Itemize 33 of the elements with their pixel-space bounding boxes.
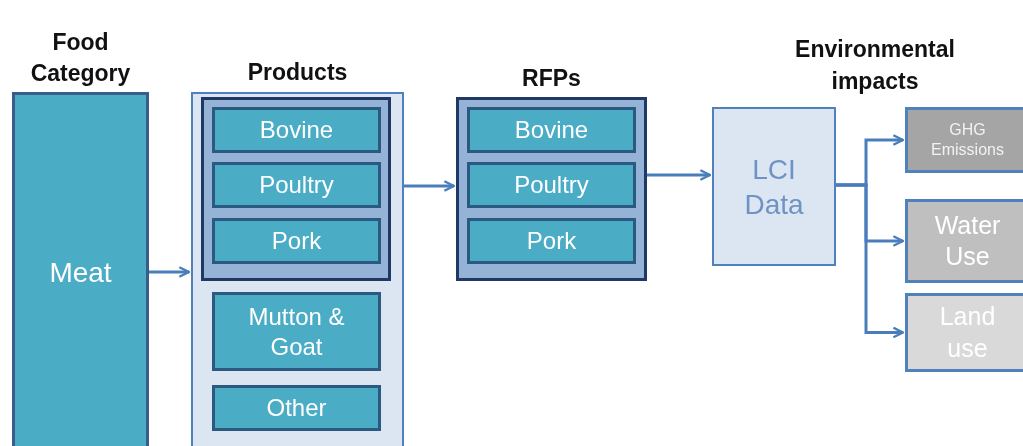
item-box <box>212 162 381 208</box>
column-heading: Environmental impacts <box>794 35 956 97</box>
arrow <box>836 183 905 339</box>
box-label: Meat <box>48 255 113 290</box>
column-heading: Products <box>246 57 349 87</box>
item-box <box>212 385 381 431</box>
box-label: Pork <box>525 226 578 256</box>
box-label: LCI Data <box>743 152 805 222</box>
box-label: Poultry <box>258 170 335 200</box>
arrow <box>149 266 191 278</box>
arrow <box>404 180 456 192</box>
column-heading: RFPs <box>521 63 582 93</box>
impact-box <box>905 293 1023 372</box>
impact-box <box>905 107 1023 173</box>
item-box <box>212 107 381 153</box>
box-label: Other <box>265 393 328 423</box>
item-box <box>467 107 636 153</box>
group-box <box>201 97 391 281</box>
column-heading: Food Category <box>29 27 132 88</box>
item-box <box>467 218 636 264</box>
box-label: Bovine <box>513 115 590 145</box>
box-label: Pork <box>270 226 323 256</box>
data-box <box>712 107 836 266</box>
box-label: GHG Emissions <box>930 120 1005 160</box>
item-box <box>212 218 381 264</box>
arrow <box>647 169 712 181</box>
box-label: Bovine <box>258 115 335 145</box>
item-box <box>212 292 381 371</box>
box-label: Poultry <box>513 170 590 200</box>
impact-box <box>905 199 1023 283</box>
box-label: Mutton & Goat <box>247 301 346 362</box>
item-box <box>467 162 636 208</box>
box-label: Water Use <box>933 209 1002 272</box>
